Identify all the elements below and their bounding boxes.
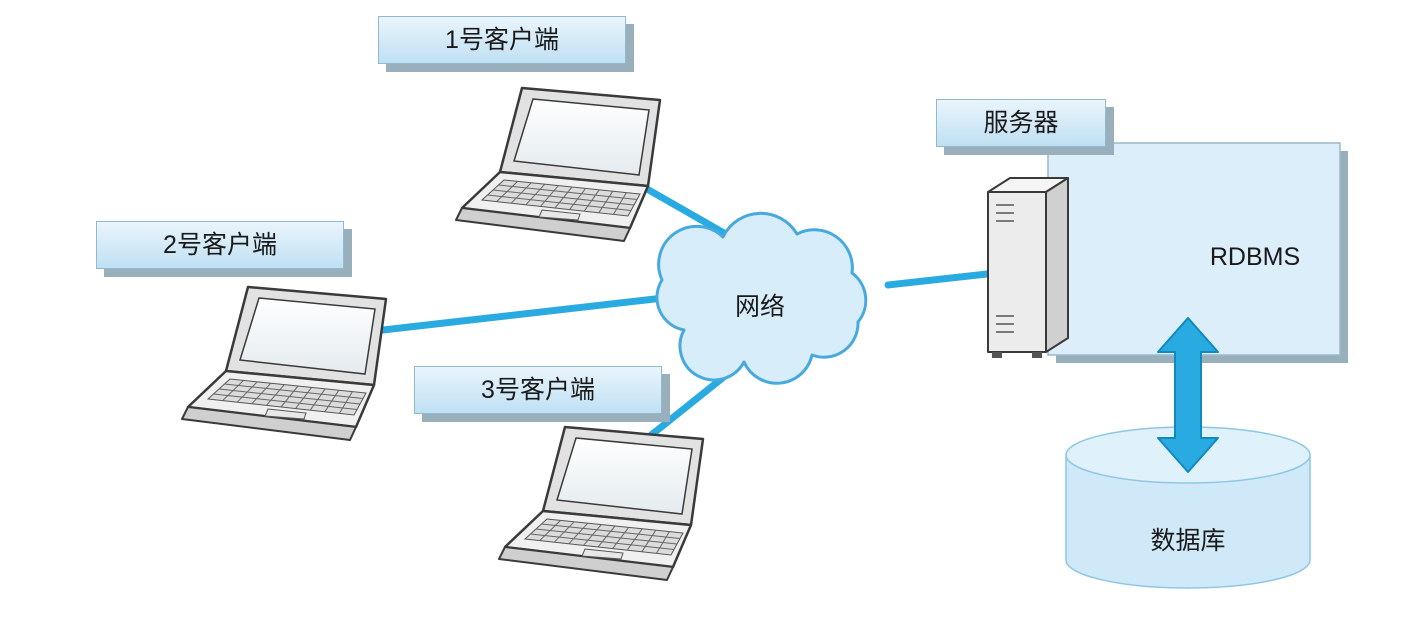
server-tower-icon <box>987 177 1069 358</box>
cloud-icon <box>655 211 868 385</box>
client3-label: 3号客户端 <box>414 366 662 414</box>
network-label: 网络 <box>734 293 785 321</box>
client1-laptop-icon <box>454 86 662 243</box>
client2-laptop-icon <box>180 285 388 442</box>
data-flow-arrow <box>1157 317 1219 473</box>
database-label: 数据库 <box>1150 527 1226 555</box>
client1-label: 1号客户端 <box>378 16 626 64</box>
rdbms-node <box>1047 142 1348 363</box>
server-label: 服务器 <box>936 99 1106 147</box>
rdbms-box <box>1047 142 1341 356</box>
client2-label: 2号客户端 <box>96 221 344 269</box>
client3-laptop-icon <box>497 425 705 582</box>
line-network-server <box>884 268 1009 289</box>
rdbms-label: RDBMS <box>1209 243 1301 271</box>
line-client2-network <box>379 291 694 334</box>
